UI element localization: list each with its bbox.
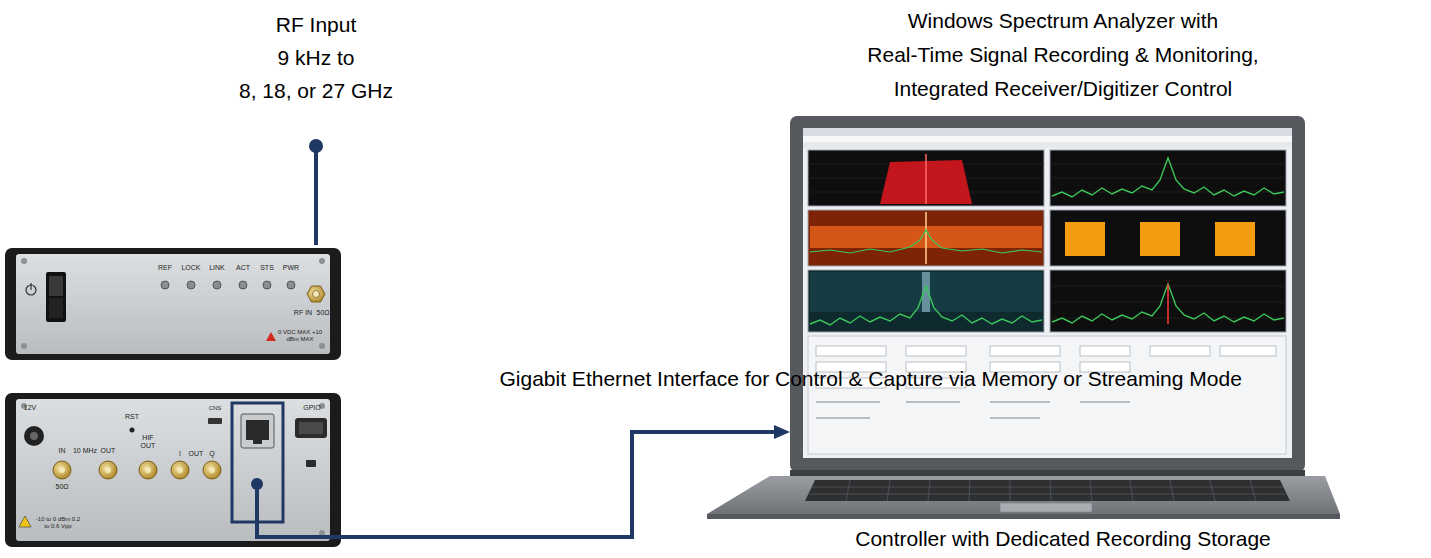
panel-label: RF IN (294, 309, 312, 317)
panel-label: 50Ω (316, 309, 329, 317)
panel-label: HIF OUT (140, 434, 156, 450)
ethernet-connector (341, 425, 790, 537)
panel-label: IN (59, 447, 66, 455)
node-text: Real-Time Signal Recording & Monitoring, (867, 42, 1258, 67)
node-text: Windows Spectrum Analyzer with (908, 8, 1218, 33)
rear-panel-art (5, 393, 341, 547)
input-label: 8, 18, or 27 GHz (239, 78, 393, 103)
panel-label: -10 to 0 dBm 0.2 to 0.6 Vpp (35, 516, 81, 530)
node-text: Controller with Dedicated Recording Stor… (855, 526, 1271, 551)
rear-panel: 12V IN 10 MHz OUT 50Ω RST HIF OUT I OUT Q CNS GPIO -… (5, 393, 341, 547)
front-panel-art (5, 248, 341, 360)
panel-label: STS (260, 264, 274, 272)
node-text: Integrated Receiver/Digitizer Control (894, 76, 1232, 101)
input-label: 9 kHz to (277, 45, 354, 70)
edge-label: Gigabit Ethernet Interface for Control &… (500, 364, 765, 394)
panel-label: ACT (236, 264, 250, 272)
panel-label: LOCK (181, 264, 200, 272)
rf-leader (309, 139, 323, 245)
panel-label: OUT (101, 447, 116, 455)
laptop-art (707, 116, 1340, 519)
input-label: RF Input (276, 12, 357, 37)
panel-label: CNS (209, 405, 222, 412)
laptop-controller: Windows Spectrum Analyzer withReal-Time … (790, 0, 1305, 558)
panel-label: Q (209, 450, 214, 458)
front-panel: REF LOCK LINK ACT STS PWR RF IN 50Ω 0 VDC MAX +1… (5, 248, 341, 360)
panel-label: 12V (24, 404, 36, 412)
panel-label: RST (125, 413, 139, 421)
panel-label: PWR (283, 264, 299, 272)
panel-label: REF (158, 264, 172, 272)
panel-label: GPIO (303, 404, 321, 412)
panel-label: 0 VDC MAX +10 dBm MAX (277, 329, 323, 343)
panel-label: LINK (209, 264, 225, 272)
panel-label: 10 MHz (73, 447, 97, 455)
panel-label: 50Ω (55, 483, 68, 491)
panel-label: OUT (189, 450, 204, 458)
panel-label: I (179, 450, 181, 458)
